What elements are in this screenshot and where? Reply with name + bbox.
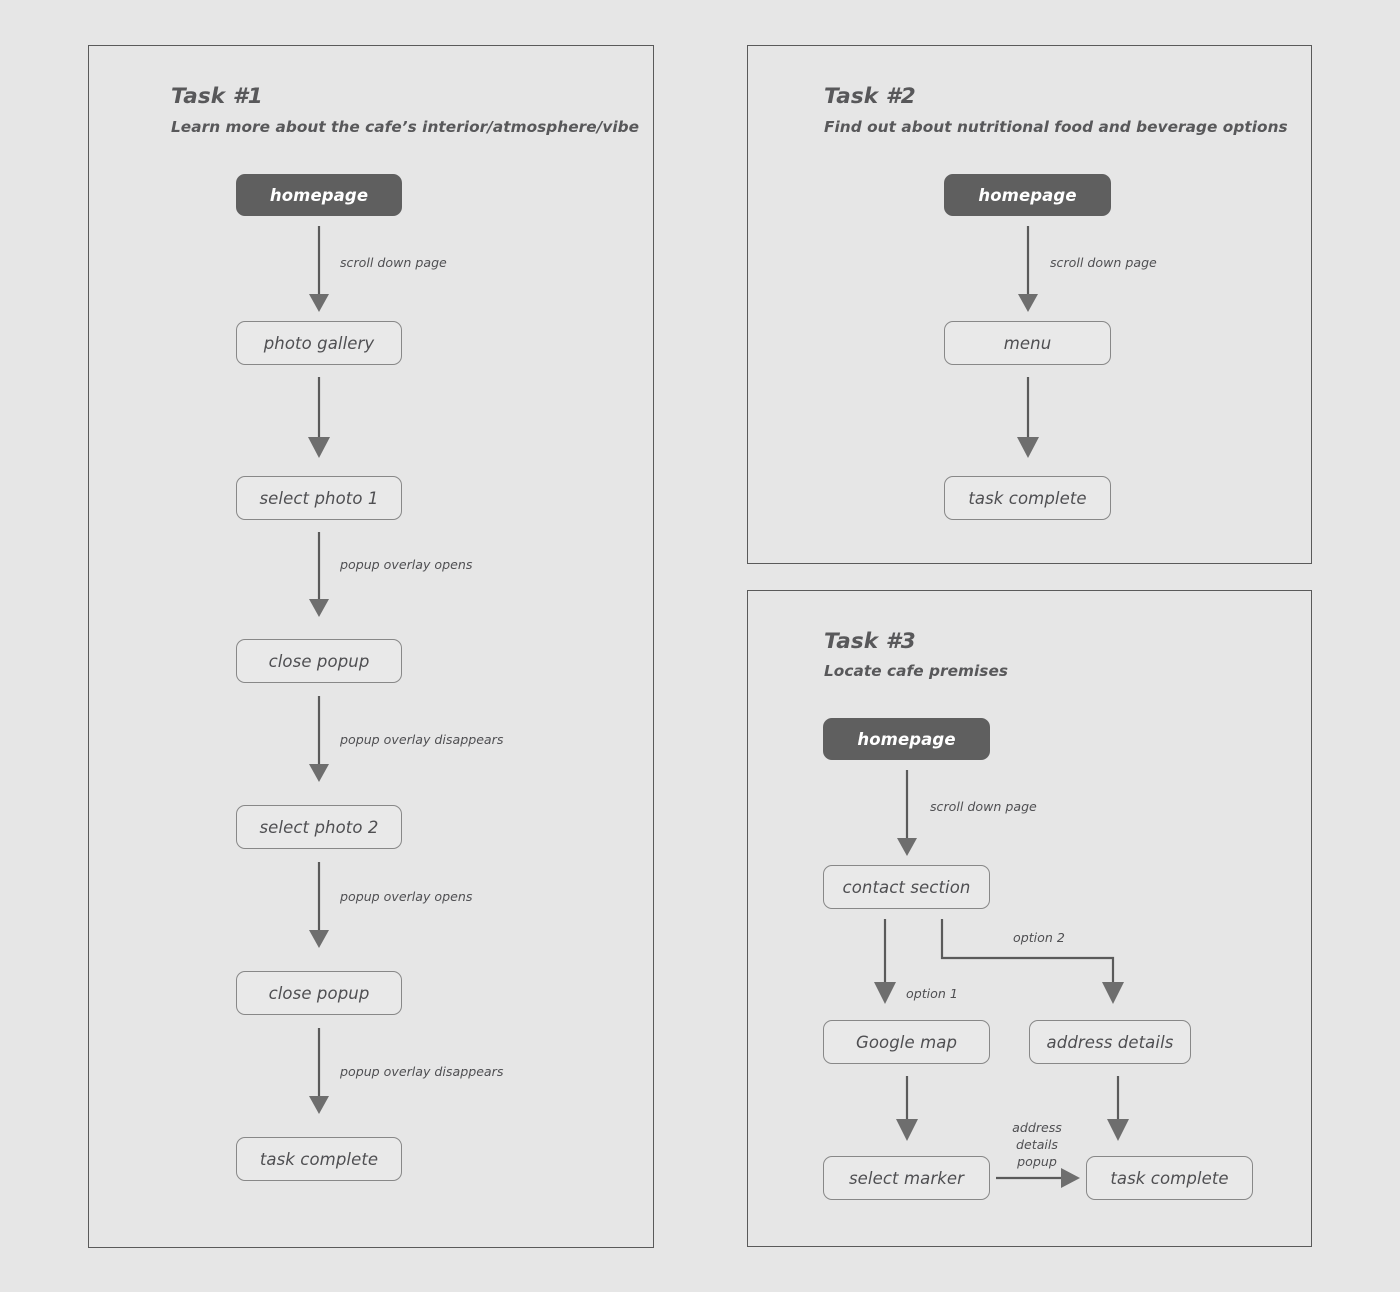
edge-label-line-2: popup xyxy=(1017,1154,1057,1169)
edge-label-task3-scroll-down: scroll down page xyxy=(930,799,1037,814)
edge-label-task1-popup-opens-2: popup overlay opens xyxy=(340,889,473,904)
edge-label-task2-scroll-down: scroll down page xyxy=(1050,255,1157,270)
edge-label-task1-popup-disappears-2: popup overlay disappears xyxy=(340,1064,504,1079)
edge-label-task1-popup-disappears-1: popup overlay disappears xyxy=(340,732,504,747)
node-task1-homepage[interactable]: homepage xyxy=(236,174,402,216)
node-task3-homepage[interactable]: homepage xyxy=(823,718,990,760)
task-3-subtitle: Locate cafe premises xyxy=(824,662,1009,680)
node-task1-close-popup-1[interactable]: close popup xyxy=(236,639,402,683)
node-task3-task-complete[interactable]: task complete xyxy=(1086,1156,1253,1200)
task-3-title: Task #3 xyxy=(824,629,916,654)
node-task3-address-details[interactable]: address details xyxy=(1029,1020,1191,1064)
node-task1-task-complete[interactable]: task complete xyxy=(236,1137,402,1181)
edge-label-line-1: address details xyxy=(1012,1120,1062,1152)
node-task1-select-photo-1[interactable]: select photo 1 xyxy=(236,476,402,520)
node-task3-select-marker[interactable]: select marker xyxy=(823,1156,990,1200)
edge-label-task3-option-2: option 2 xyxy=(1013,930,1065,945)
task-card-3 xyxy=(747,590,1312,1247)
edge-label-task1-popup-opens-1: popup overlay opens xyxy=(340,557,473,572)
edge-label-task3-address-popup: address details popup xyxy=(992,1119,1082,1170)
node-task2-task-complete[interactable]: task complete xyxy=(944,476,1111,520)
node-task1-close-popup-2[interactable]: close popup xyxy=(236,971,402,1015)
edge-label-task1-scroll-down: scroll down page xyxy=(340,255,447,270)
node-task1-photo-gallery[interactable]: photo gallery xyxy=(236,321,402,365)
task-1-subtitle: Learn more about the cafe’s interior/atm… xyxy=(171,118,640,136)
task-2-subtitle: Find out about nutritional food and beve… xyxy=(824,118,1288,136)
task-1-title: Task #1 xyxy=(171,84,263,109)
node-task3-google-map[interactable]: Google map xyxy=(823,1020,990,1064)
node-task2-menu[interactable]: menu xyxy=(944,321,1111,365)
node-task3-contact-section[interactable]: contact section xyxy=(823,865,990,909)
edge-label-task3-option-1: option 1 xyxy=(906,986,958,1001)
node-task2-homepage[interactable]: homepage xyxy=(944,174,1111,216)
task-2-title: Task #2 xyxy=(824,84,916,109)
node-task1-select-photo-2[interactable]: select photo 2 xyxy=(236,805,402,849)
